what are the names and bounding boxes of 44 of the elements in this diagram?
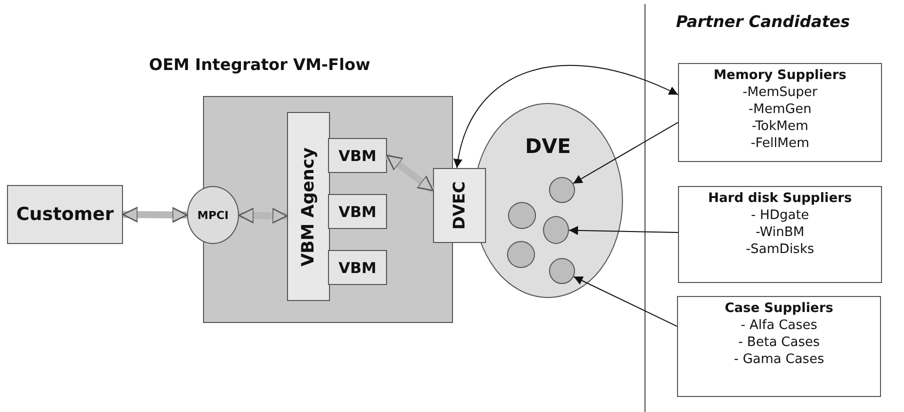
- agency-bar: [287, 112, 330, 301]
- controller-box: [433, 168, 486, 243]
- list-item: -TokMem: [752, 118, 808, 135]
- arrow: [572, 122, 678, 184]
- component-circle: [549, 258, 575, 284]
- double-arrow: [238, 208, 288, 224]
- box-label: DVE: [524, 134, 572, 158]
- panel-title: OEM Integrator VM-Flow: [149, 55, 370, 74]
- list-item: -WinBM: [756, 224, 804, 241]
- process-box: [328, 250, 387, 285]
- list-item: - Alfa Cases: [740, 317, 818, 334]
- list-item: -FellMem: [750, 135, 810, 152]
- list-item: - HDgate: [751, 207, 809, 224]
- process-box: [7, 185, 123, 244]
- list-item: - Gama Cases: [734, 351, 824, 368]
- component-circle: [507, 241, 535, 268]
- list-item: - Beta Cases: [738, 334, 820, 351]
- box-label: VBM: [338, 146, 376, 164]
- process-box: [328, 194, 387, 229]
- list-item: -SamDisks: [746, 241, 814, 258]
- supplier-box: [677, 296, 881, 397]
- double-arrow: [384, 152, 436, 194]
- component-circle: [549, 177, 575, 203]
- list-item: -MemGen: [748, 101, 812, 118]
- box-label: VBM: [338, 202, 376, 220]
- supplier-box: [678, 186, 882, 283]
- box-heading: Memory Suppliers: [714, 67, 846, 84]
- box-heading: Case Suppliers: [724, 300, 834, 317]
- box-label: Customer: [16, 204, 114, 225]
- arrow: [568, 226, 678, 235]
- box-label: VBM: [338, 258, 376, 276]
- component-circle: [543, 216, 569, 244]
- arrow: [573, 276, 678, 327]
- box-label: DVEC: [450, 181, 469, 230]
- component-circle: [508, 202, 536, 229]
- list-item: -MemSuper: [742, 84, 818, 101]
- box-label: MPCI: [197, 208, 229, 222]
- supplier-box: [678, 63, 882, 162]
- section-heading: Partner Candidates: [676, 12, 850, 31]
- process-box: [328, 138, 387, 173]
- box-label: VBM Agency: [298, 146, 318, 266]
- arrow: [454, 64, 678, 168]
- double-arrow: [122, 206, 188, 223]
- box-heading: Hard disk Suppliers: [708, 190, 852, 207]
